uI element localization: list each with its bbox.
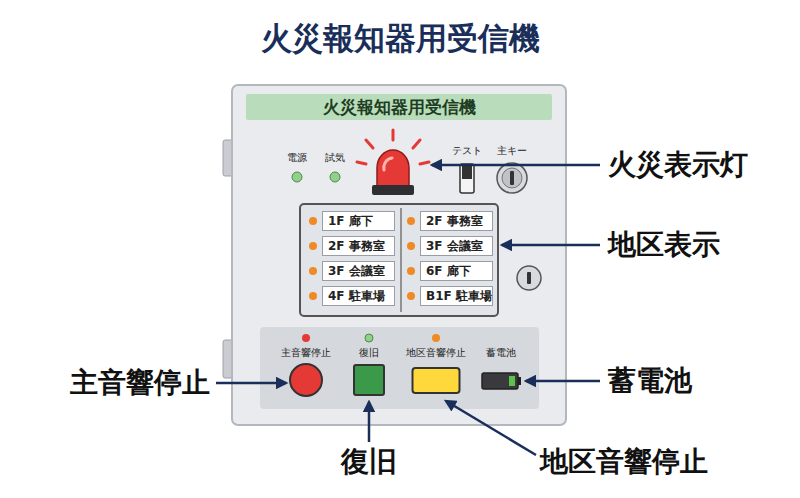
switch-label: テスト	[452, 144, 482, 158]
node-text: 6F 廊下	[426, 263, 471, 280]
callout-label: 地区音響停止	[540, 443, 708, 481]
callout-arrow	[446, 401, 536, 455]
callout-label: 蓄電池	[608, 362, 692, 400]
led-label: 電源	[287, 151, 307, 165]
callout-arrow	[502, 244, 600, 247]
zone-label-box: 2F 事務室	[420, 211, 493, 231]
node-text: 復旧	[359, 346, 379, 360]
key-slot	[510, 171, 514, 185]
lamp-ray	[413, 140, 420, 148]
zone-led	[407, 217, 415, 225]
callout-arrows	[216, 165, 600, 455]
node-text: B1F 駐車場	[426, 288, 492, 305]
test-led	[330, 172, 340, 182]
zone-led	[309, 242, 317, 250]
node-text: 2F 事務室	[328, 238, 385, 255]
indicator-led	[365, 334, 373, 342]
battery-level	[509, 376, 515, 386]
power-led	[292, 172, 302, 182]
callout-label: 地区表示	[608, 226, 720, 264]
button-shape	[266, 360, 346, 400]
control-button: 地区音響停止	[401, 346, 471, 400]
callout-arrow	[216, 382, 286, 385]
switch-lever	[462, 166, 472, 179]
zone-led	[309, 267, 317, 275]
lock-slot	[527, 272, 531, 284]
header-band: 火災報知器用受信機	[246, 94, 552, 120]
zone-label-box: 4F 駐車場	[322, 286, 395, 306]
led-label: 試気	[325, 151, 345, 165]
node-text: 1F 廊下	[328, 213, 373, 230]
control-strip	[260, 327, 539, 409]
node-text: 地区音響停止	[406, 346, 466, 360]
zone-divider	[400, 208, 402, 312]
zone-label-box: 1F 廊下	[322, 211, 395, 231]
switch-label: 主キー	[497, 144, 527, 158]
diagram-title: 火災報知器用受信機	[0, 18, 800, 60]
reset-button	[354, 365, 384, 395]
zone-label-box: 3F 会議室	[322, 261, 395, 281]
zone-label-box: B1F 駐車場	[420, 286, 493, 306]
zone-label-box: 6F 廊下	[420, 261, 493, 281]
indicator-led	[432, 334, 440, 342]
zone-led	[407, 292, 415, 300]
zone-led	[309, 292, 317, 300]
lamp-base	[372, 185, 414, 195]
lamp-ray	[392, 130, 395, 140]
zone-display-frame	[300, 204, 498, 316]
node-text: 3F 会議室	[426, 238, 483, 255]
panel-body	[232, 85, 566, 425]
lamp-highlight	[384, 158, 392, 170]
callout-label: 火災表示灯	[608, 146, 748, 184]
node-text: 2F 事務室	[426, 213, 483, 230]
button-shape	[476, 360, 526, 400]
key-cylinder	[502, 168, 522, 188]
lamp-ray	[366, 140, 373, 148]
lamp-ray	[420, 162, 429, 164]
zone-label-box: 2F 事務室	[322, 236, 395, 256]
node-text: 主音響停止	[281, 346, 331, 360]
zone-led	[407, 267, 415, 275]
fire-lamp	[357, 130, 429, 195]
control-button: 蓄電池	[476, 346, 526, 400]
stop-button	[290, 364, 322, 396]
control-button: 主音響停止	[266, 346, 346, 400]
callout-label: 復旧	[341, 443, 397, 481]
lamp-dome	[377, 150, 409, 186]
zone-stop-button	[413, 368, 460, 393]
button-shape	[401, 360, 471, 400]
indicator-led	[302, 334, 310, 342]
node-text: 3F 会議室	[328, 263, 385, 280]
zone-led	[407, 242, 415, 250]
node-text: 蓄電池	[486, 346, 516, 360]
control-button: 復旧	[339, 346, 399, 400]
button-shape	[339, 360, 399, 400]
callout-arrow	[526, 380, 600, 383]
lamp-ray	[357, 162, 366, 164]
callout-arrow	[368, 402, 371, 442]
battery-terminal	[518, 377, 521, 385]
node-text: 火災報知器用受信機	[323, 96, 476, 119]
battery-body	[482, 373, 518, 389]
node-text: 4F 駐車場	[328, 288, 385, 305]
zone-led	[309, 217, 317, 225]
key-switch	[497, 163, 527, 193]
test-switch	[460, 164, 474, 193]
door-lock	[517, 266, 541, 290]
callout-label: 主音響停止	[70, 364, 210, 402]
callout-arrow	[432, 164, 600, 167]
zone-label-box: 3F 会議室	[420, 236, 493, 256]
